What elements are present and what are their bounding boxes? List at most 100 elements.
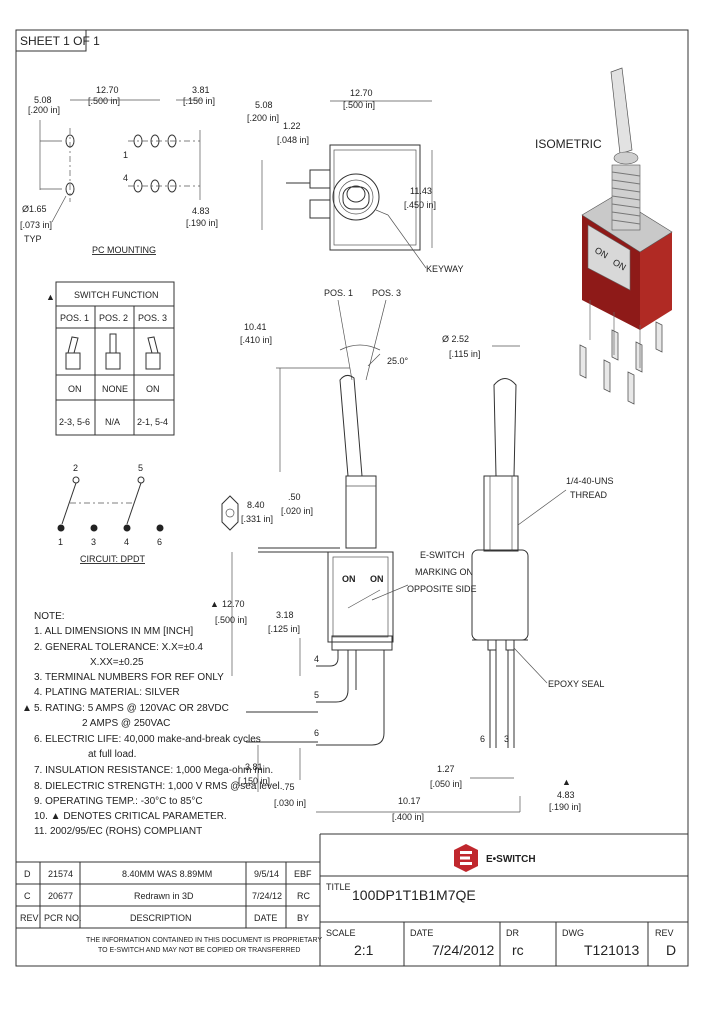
rev-row-pcr: 21574 xyxy=(48,869,73,879)
front-dim-483-in: [.190 in] xyxy=(549,802,581,812)
side-dim-1041-in: [.410 in] xyxy=(240,335,272,345)
top-dim-508-mm: 5.08 xyxy=(255,100,273,110)
pcm-dim-1270-in: [.500 in] xyxy=(88,96,120,106)
pcm-dim-483-in: [.190 in] xyxy=(186,218,218,228)
side-dim-318-mm: 3.18 xyxy=(276,610,294,620)
title-block: E•SWITCH TITLE 100DP1T1B1M7QE SCALE 2:1 … xyxy=(319,833,688,966)
front-dim-127-mm: 1.27 xyxy=(437,764,455,774)
side-dim-381-in: [.150 in] xyxy=(238,776,270,786)
date-value: 7/24/2012 xyxy=(432,942,494,958)
note-line: 11. 2002/95/EC (ROHS) COMPLIANT xyxy=(34,826,202,837)
dwg-label: DWG xyxy=(562,928,584,938)
note-line: 2 AMPS @ 250VAC xyxy=(82,718,170,729)
sf-header-3: POS. 3 xyxy=(138,313,167,323)
pcm-hole-dia-mm: Ø1.65 xyxy=(22,204,47,214)
title-label: TITLE xyxy=(326,882,351,892)
rev-value: D xyxy=(666,942,676,958)
circuit-pin-2: 2 xyxy=(73,463,78,473)
rev-row-date: 7/24/12 xyxy=(252,891,282,901)
front-term-6: 6 xyxy=(480,734,485,744)
rev-header-by: BY xyxy=(297,913,309,923)
notes-title: NOTE: xyxy=(34,611,65,622)
note-line: at full load. xyxy=(88,749,136,760)
sf-header-2: POS. 2 xyxy=(99,313,128,323)
circuit-pin-4: 4 xyxy=(124,537,129,547)
front-dim-483-mm: 4.83 xyxy=(557,790,575,800)
top-keyway: KEYWAY xyxy=(426,264,464,274)
side-dim-050-mm: .50 xyxy=(288,492,301,502)
circuit-pin-5: 5 xyxy=(138,463,143,473)
side-dim-840-mm: 8.40 xyxy=(247,500,265,510)
side-view: POS. 1 POS. 3 25.0° 10.41 [.410 in] 8.40… xyxy=(210,288,520,822)
iso-lever xyxy=(610,67,633,155)
sheet-label-box xyxy=(15,29,87,52)
side-dim-1270-in: [.500 in] xyxy=(215,615,247,625)
side-marking-2: MARKING ON xyxy=(415,567,473,577)
side-dim-840-in: [.331 in] xyxy=(241,514,273,524)
sf-title: SWITCH FUNCTION xyxy=(74,290,159,300)
side-bushing xyxy=(345,475,377,549)
pcm-pin-1: 1 xyxy=(123,150,128,160)
side-angle: 25.0° xyxy=(387,356,409,366)
side-dim-381-mm: 3.81 xyxy=(245,762,263,772)
side-body xyxy=(327,551,394,643)
pcm-dim-508-mm: 5.08 xyxy=(34,95,52,105)
note-line: 10. ▲ DENOTES CRITICAL PARAMETER. xyxy=(34,811,227,822)
side-dim-075-mm: .75 xyxy=(282,782,295,792)
scale-label: SCALE xyxy=(326,928,356,938)
note-critical-mark: ▲ xyxy=(22,703,32,714)
sf-state-1: ON xyxy=(68,384,82,394)
front-term-3: 3 xyxy=(504,734,509,744)
top-view: 5.08 [.200 in] 12.70 [.500 in] 1.22 [.04… xyxy=(247,88,464,274)
side-term-6: 6 xyxy=(314,728,319,738)
pcm-dim-381-mm: 3.81 xyxy=(192,85,210,95)
rev-row-date: 9/5/14 xyxy=(254,869,279,879)
pcm-hole-dia-in: [.073 in] xyxy=(20,220,52,230)
rev-row-by: RC xyxy=(297,891,310,901)
isometric-view: ISOMETRIC ON ON xyxy=(535,67,673,405)
pcm-label: PC MOUNTING xyxy=(92,245,156,255)
top-dim-1143-mm: 11.43 xyxy=(410,186,432,196)
notes-block: NOTE: 1. ALL DIMENSIONS IN MM [INCH] 2. … xyxy=(22,611,283,837)
rev-row-rev: D xyxy=(24,869,31,879)
sf-lever-pos2-icon xyxy=(105,333,121,370)
sf-header-1: POS. 1 xyxy=(60,313,89,323)
pcm-dim-381-in: [.150 in] xyxy=(183,96,215,106)
front-dim-127-in: [.050 in] xyxy=(430,779,462,789)
side-dim-318-in: [.125 in] xyxy=(268,624,300,634)
side-dim-050-in: [.020 in] xyxy=(281,506,313,516)
pcm-dim-1270-mm: 12.70 xyxy=(96,85,119,95)
top-bushing xyxy=(332,173,380,221)
side-on-right: ON xyxy=(370,574,384,584)
switch-function-table: ▲ SWITCH FUNCTION POS. 1 POS. 2 POS. 3 O… xyxy=(46,281,175,436)
top-dim-122-mm: 1.22 xyxy=(283,121,301,131)
rev-header-date: DATE xyxy=(254,913,277,923)
note-line: 6. ELECTRIC LIFE: 40,000 make-and-break … xyxy=(34,734,261,745)
side-dim-075-in: [.030 in] xyxy=(274,798,306,808)
top-dim-1270-mm: 12.70 xyxy=(350,88,373,98)
side-term-5: 5 xyxy=(314,690,319,700)
side-critical-mark: ▲ xyxy=(210,599,219,609)
front-bushing xyxy=(483,475,519,552)
circuit-diagram: 2 5 1 3 4 6 CIRCUIT: DPDT xyxy=(57,463,164,564)
top-dim-508-in: [.200 in] xyxy=(247,113,279,123)
note-line: 3. TERMINAL NUMBERS FOR REF ONLY xyxy=(34,672,224,683)
e-switch-logo-icon xyxy=(454,844,478,872)
side-dim-1270-mm: 12.70 xyxy=(222,599,245,609)
rev-row-by: EBF xyxy=(294,869,312,879)
brand-name: E•SWITCH xyxy=(486,854,536,865)
side-marking-1: E-SWITCH xyxy=(420,550,465,560)
pcm-dim-508-in: [.200 in] xyxy=(28,105,60,115)
front-dia-mm: Ø 2.52 xyxy=(442,334,469,344)
top-lever xyxy=(342,186,370,210)
circuit-pin-3: 3 xyxy=(91,537,96,547)
side-on-left: ON xyxy=(342,574,356,584)
note-line: 4. PLATING MATERIAL: SILVER xyxy=(34,687,180,698)
rev-row-desc: 8.40MM WAS 8.89MM xyxy=(122,869,212,879)
sf-state-2: NONE xyxy=(102,384,128,394)
dr-value: rc xyxy=(512,942,524,958)
hex-nut-icon xyxy=(221,495,239,531)
iso-body-side xyxy=(640,232,672,330)
side-dim-1017-mm: 10.17 xyxy=(398,796,421,806)
